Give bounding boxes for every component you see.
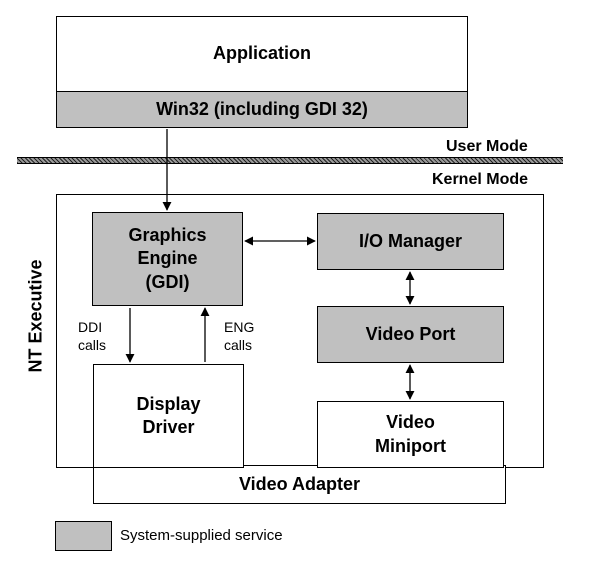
video-port-box: Video Port [317, 306, 504, 363]
eng-calls-line-2: calls [224, 337, 253, 353]
graphics-engine-line-3: (GDI) [145, 271, 190, 292]
display-driver-line-1: Display [136, 393, 201, 414]
io-manager-box: I/O Manager [317, 213, 504, 270]
mode-separator-band [17, 157, 563, 164]
display-driver-box: Display Driver [93, 364, 244, 468]
win32-label: Win32 (including GDI 32) [156, 98, 368, 119]
eng-calls-label: ENG calls [224, 318, 254, 354]
video-miniport-line-1: Video [386, 412, 435, 433]
legend-label: System-supplied service [120, 527, 283, 544]
display-driver-line-2: Driver [142, 417, 195, 437]
video-adapter-label: Video Adapter [238, 473, 361, 494]
legend-swatch [55, 521, 112, 551]
video-miniport-box: Video Miniport [317, 401, 504, 468]
ddi-calls-line-1: DDI [78, 319, 103, 335]
application-label: Application [213, 43, 311, 64]
video-adapter-box: Video Adapter [93, 465, 506, 504]
win32-box: Win32 (including GDI 32) [56, 91, 468, 128]
eng-calls-line-1: ENG [224, 319, 255, 335]
video-miniport-line-2: Miniport [375, 435, 446, 456]
io-manager-label: I/O Manager [358, 230, 463, 251]
user-mode-label: User Mode [446, 138, 528, 155]
application-box: Application [56, 16, 468, 92]
video-port-label: Video Port [365, 323, 456, 344]
graphics-engine-line-2: Engine [137, 248, 198, 269]
graphics-engine-box: Graphics Engine (GDI) [92, 212, 243, 306]
ddi-calls-label: DDI calls [78, 318, 106, 354]
graphics-engine-line-1: Graphics [128, 224, 207, 245]
kernel-mode-label: Kernel Mode [432, 171, 529, 188]
ddi-calls-line-2: calls [78, 337, 107, 353]
